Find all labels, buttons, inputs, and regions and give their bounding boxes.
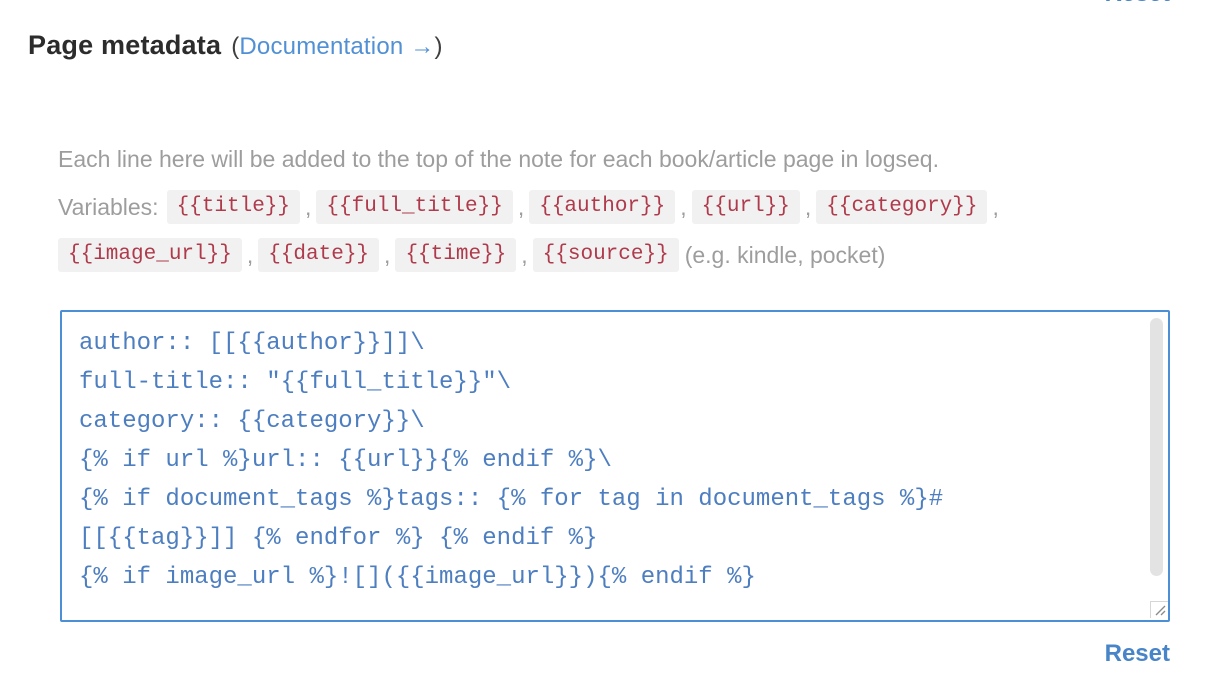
reset-button-top[interactable]: Reset xyxy=(1105,0,1170,8)
variables-row-1: Variables:{{title}},{{full_title}},{{aut… xyxy=(58,190,1173,225)
separator: , xyxy=(680,193,687,220)
documentation-link[interactable]: Documentation → xyxy=(239,33,435,60)
separator: , xyxy=(246,241,254,268)
resize-handle-icon[interactable] xyxy=(1150,601,1168,618)
variable-chip-url: {{url}} xyxy=(691,190,800,225)
variable-chip-category: {{category}} xyxy=(816,190,988,225)
variable-chip-source: {{source}} xyxy=(532,238,679,273)
reset-button[interactable]: Reset xyxy=(1104,640,1170,667)
metadata-template-textarea[interactable]: author:: [[{{author}}]]\ full-title:: "{… xyxy=(60,310,1170,622)
separator: , xyxy=(517,193,525,220)
paren-open: ( xyxy=(231,33,240,60)
separator: , xyxy=(305,193,312,220)
variable-chip-time: {{time}} xyxy=(395,238,517,273)
example-note: (e.g. kindle, pocket) xyxy=(684,241,886,268)
page-title: Page metadata (Documentation →) xyxy=(28,30,443,61)
variables-label: Variables: xyxy=(58,193,159,220)
variable-chip-image-url: {{image_url}} xyxy=(58,238,242,273)
paren-close: ) xyxy=(434,33,443,60)
separator: , xyxy=(521,241,528,268)
separator: , xyxy=(804,193,812,220)
variables-row-2: {{image_url}},{{date}},{{time}},{{source… xyxy=(58,238,1173,273)
separator: , xyxy=(992,193,999,220)
variable-chip-date: {{date}} xyxy=(258,238,380,273)
description-text: Each line here will be added to the top … xyxy=(58,146,939,172)
scrollbar-thumb[interactable] xyxy=(1150,318,1163,576)
page-title-text: Page metadata xyxy=(28,30,222,60)
variable-chip-title: {{title}} xyxy=(166,190,300,225)
metadata-editor: author:: [[{{author}}]]\ full-title:: "{… xyxy=(60,310,1170,622)
variable-chip-author: {{author}} xyxy=(529,190,676,225)
variable-chip-full-title: {{full_title}} xyxy=(316,190,513,225)
separator: , xyxy=(384,241,391,268)
